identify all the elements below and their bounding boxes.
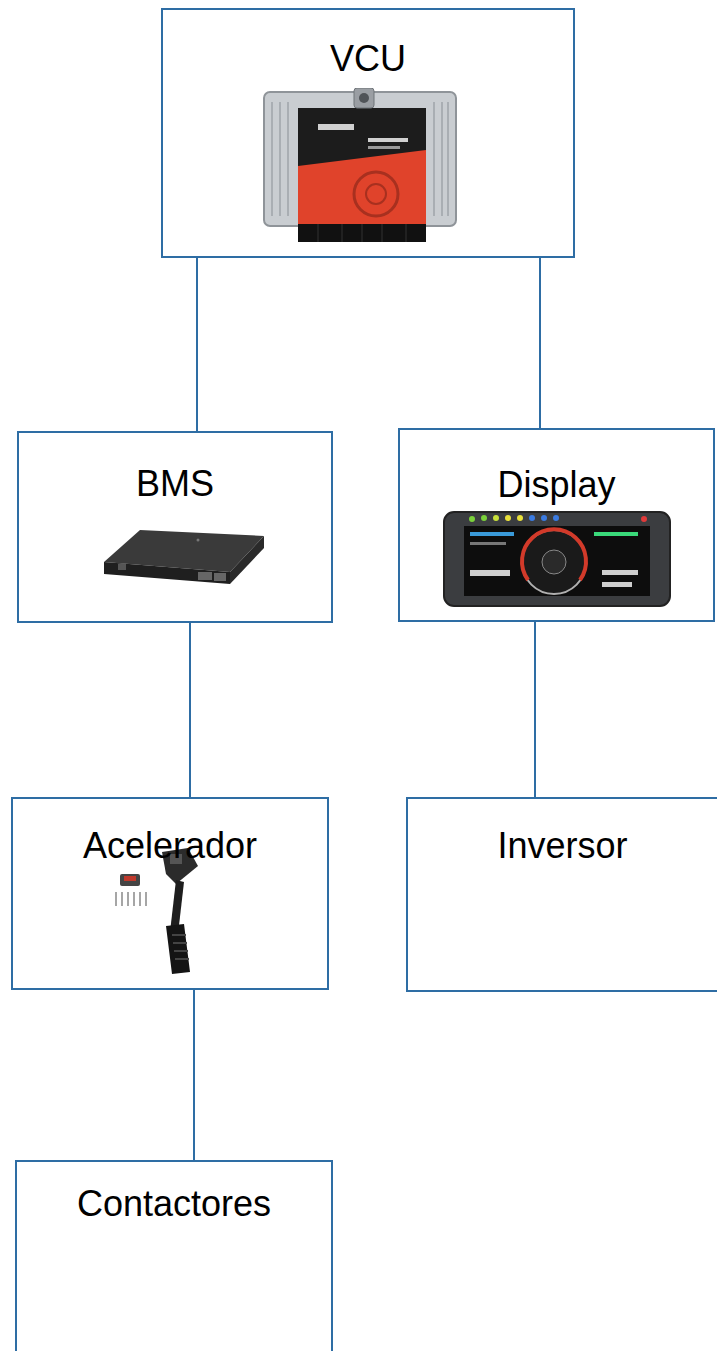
box-label: Display (400, 464, 713, 505)
connector-line (189, 623, 191, 797)
display-box: Display (398, 428, 715, 622)
bms-box: BMS (17, 431, 333, 623)
box-label: Acelerador (13, 825, 327, 866)
box-label: BMS (19, 463, 331, 504)
connector-line (534, 622, 536, 797)
accelerator-box: Acelerador (11, 797, 329, 990)
connector-line (193, 990, 195, 1160)
bms-illustration (100, 522, 268, 588)
connector-line (196, 258, 198, 431)
connector-line (539, 258, 541, 428)
display-illustration (442, 510, 672, 608)
inverter-box: Inversor (406, 797, 717, 992)
box-label: Inversor (408, 825, 717, 866)
box-label: Contactores (17, 1183, 331, 1224)
vcu-illustration (258, 88, 462, 244)
contactor-box: Contactores (15, 1160, 333, 1351)
vcu-box: VCU (161, 8, 575, 258)
box-label: VCU (163, 38, 573, 79)
